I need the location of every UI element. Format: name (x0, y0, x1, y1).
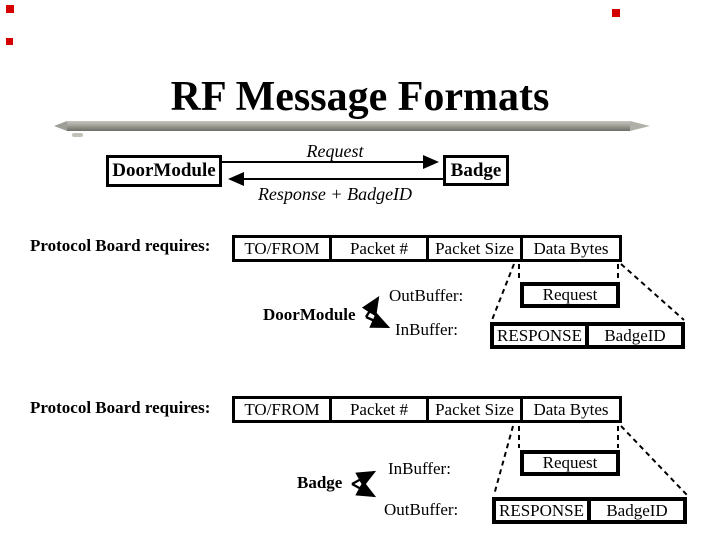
field-cell-data-bytes: Data Bytes (520, 396, 622, 423)
badge-box: Badge (443, 155, 509, 186)
requires-label-2: Protocol Board requires: (30, 398, 211, 417)
response-box-2: RESPONSE (492, 497, 591, 524)
badge-id-box-2: BadgeID (587, 497, 687, 524)
response-arrow-label: Response + BadgeID (257, 184, 413, 204)
title-underline-speck (72, 133, 83, 137)
out-buffer-label-1: OutBuffer: (389, 286, 464, 305)
entity-label-badge: Badge (297, 473, 343, 492)
fork-arrow-out-2 (351, 480, 377, 498)
response-row-1: RESPONSE BadgeID (490, 322, 685, 349)
in-buffer-label-1: InBuffer: (395, 320, 458, 339)
badge-id-box-1: BadgeID (585, 322, 685, 349)
fork-arrow-out-1 (361, 295, 380, 318)
title-underline-bar (67, 121, 630, 131)
dashed-connector (493, 425, 514, 496)
response-box-1: RESPONSE (490, 322, 589, 349)
red-marker-icon (6, 5, 14, 13)
in-buffer-label-2: InBuffer: (388, 459, 451, 478)
out-buffer-label-2: OutBuffer: (384, 500, 459, 519)
request-buffer-box-2: Request (520, 450, 620, 476)
entity-label-door-module: DoorModule (263, 305, 356, 324)
red-marker-icon (6, 38, 13, 45)
dashed-connector (620, 425, 688, 496)
field-cell-data-bytes: Data Bytes (520, 235, 622, 262)
fork-arrow-in-2 (351, 470, 377, 488)
field-cell-packet-num: Packet # (329, 235, 429, 262)
fork-arrow-in-1 (365, 312, 391, 329)
field-cell-to-from: TO/FROM (232, 396, 332, 423)
title-underline-left-tip (54, 121, 67, 131)
request-buffer-box-1: Request (520, 282, 620, 308)
field-cell-packet-num: Packet # (329, 396, 429, 423)
field-cell-packet-size: Packet Size (426, 396, 523, 423)
door-module-box: DoorModule (106, 155, 222, 187)
request-arrow-label: Request (306, 141, 364, 161)
dashed-connector (620, 263, 685, 321)
title-underline-right-tip (630, 121, 650, 131)
page-title: RF Message Formats (170, 74, 550, 120)
dashed-connector (491, 263, 515, 321)
requires-label-1: Protocol Board requires: (30, 236, 211, 255)
packet-fields-row-1: TO/FROM Packet # Packet Size Data Bytes (232, 235, 622, 262)
field-cell-packet-size: Packet Size (426, 235, 523, 262)
field-cell-to-from: TO/FROM (232, 235, 332, 262)
red-marker-icon (612, 9, 620, 17)
response-row-2: RESPONSE BadgeID (492, 497, 687, 524)
packet-fields-row-2: TO/FROM Packet # Packet Size Data Bytes (232, 396, 622, 423)
